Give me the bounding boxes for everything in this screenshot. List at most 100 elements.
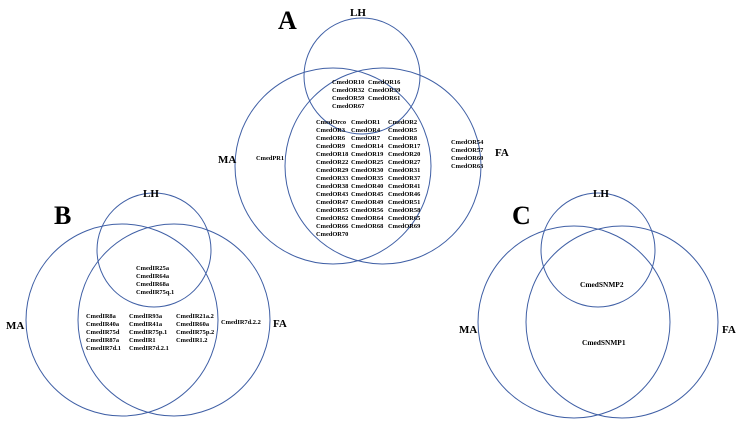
- gene-label: CmedOR25: [351, 159, 383, 166]
- gene-label: CmedOR65: [388, 215, 420, 222]
- gene-label: CmedOR19: [351, 151, 383, 158]
- panel-b-label-ma: MA: [6, 320, 24, 332]
- gene-label: CmedOR9: [316, 143, 345, 150]
- gene-label: CmedIR40a: [86, 321, 120, 328]
- gene-label: CmedIR41a: [129, 321, 163, 328]
- gene-label: CmedOR14: [351, 143, 384, 150]
- gene-label: CmedOR60: [451, 155, 483, 162]
- gene-label: CmedOR40: [351, 183, 383, 190]
- gene-label: CmedOR18: [316, 151, 348, 158]
- gene-label: CmedOR20: [388, 151, 420, 158]
- gene-label: CmedPR1: [256, 155, 284, 162]
- panel-c-label-ma: MA: [459, 324, 477, 336]
- panel-c: C LH MA FA CmedSNMP2 CmedSNMP1: [459, 188, 736, 419]
- gene-label: CmedIR7d.1: [86, 345, 121, 352]
- gene-label: CmedIR87a: [86, 337, 120, 344]
- gene-label: CmedIR75d: [86, 329, 120, 336]
- panel-b-circle-ma: [25, 223, 219, 417]
- gene-label: CmedOR22: [316, 159, 348, 166]
- gene-label: CmedOR41: [388, 183, 420, 190]
- gene-label: CmedOR61: [368, 95, 400, 102]
- gene-label: CmedOR37: [388, 175, 421, 182]
- gene-label: CmedOR62: [316, 215, 348, 222]
- gene-label: CmedIR75p.2: [176, 329, 214, 336]
- panel-a-circle-ma: [234, 67, 432, 265]
- panel-c-label-fa: FA: [722, 324, 736, 336]
- panel-a-circle-lh: [303, 17, 421, 135]
- gene-label: CmedOR64: [351, 215, 384, 222]
- gene-label: CmedIR21a.2: [176, 313, 214, 320]
- gene-label: CmedOR67: [332, 103, 365, 110]
- gene-label: CmedOR8: [388, 135, 417, 142]
- gene-label: CmedOR38: [316, 183, 348, 190]
- gene-label: CmedOR69: [388, 223, 420, 230]
- gene-label: CmedSNMP2: [580, 280, 624, 289]
- gene-label: CmedOR10: [332, 79, 364, 86]
- panel-b-circle-lh: [96, 192, 212, 308]
- gene-label: CmedOR51: [388, 199, 420, 206]
- gene-label: CmedOR68: [351, 223, 383, 230]
- panel-b-letter: B: [54, 201, 71, 230]
- gene-label: CmedIR8a: [86, 313, 117, 320]
- gene-label: CmedOR43: [316, 191, 348, 198]
- gene-label: CmedOR3: [316, 127, 345, 134]
- panel-c-circle-fa: [525, 225, 719, 419]
- gene-label: CmedIR1.2: [176, 337, 207, 344]
- gene-label: CmedOrco: [316, 119, 346, 126]
- gene-label: CmedOR1: [351, 119, 380, 126]
- panel-b-label-lh: LH: [143, 188, 159, 200]
- gene-label: CmedIR60a: [176, 321, 210, 328]
- gene-label: CmedOR55: [316, 207, 348, 214]
- panel-c-circle-lh: [540, 192, 656, 308]
- gene-label: CmedOR39: [368, 87, 400, 94]
- panel-a-label-lh: LH: [350, 7, 366, 19]
- gene-label: CmedOR5: [388, 127, 417, 134]
- gene-label: CmedOR56: [351, 207, 384, 214]
- panel-c-circle-ma: [477, 225, 671, 419]
- panel-a: A LH MA FA CmedOR10 CmedOR16 CmedOR32 Cm…: [218, 6, 509, 265]
- gene-label: CmedOR46: [388, 191, 421, 198]
- gene-label: CmedOR27: [388, 159, 421, 166]
- gene-label: CmedOR58: [388, 207, 420, 214]
- gene-label: CmedIR93a: [129, 313, 163, 320]
- gene-label: CmedOR2: [388, 119, 417, 126]
- gene-label: CmedIR25a: [136, 265, 170, 272]
- panel-a-label-fa: FA: [495, 147, 509, 159]
- gene-label: CmedOR54: [451, 139, 484, 146]
- gene-label: CmedOR29: [316, 167, 348, 174]
- gene-label: CmedOR59: [332, 95, 364, 102]
- gene-label: CmedOR47: [316, 199, 349, 206]
- panel-a-letter: A: [278, 6, 297, 35]
- gene-label: CmedOR33: [316, 175, 348, 182]
- gene-label: CmedOR63: [451, 163, 483, 170]
- panel-c-label-lh: LH: [593, 188, 609, 200]
- panel-b: B LH MA FA CmedIR25a CmedIR64a CmedIR68a…: [6, 188, 287, 417]
- gene-label: CmedOR35: [351, 175, 383, 182]
- panel-a-label-ma: MA: [218, 154, 236, 166]
- panel-b-circle-fa: [77, 223, 271, 417]
- gene-label: CmedOR45: [351, 191, 383, 198]
- gene-label: CmedIR68a: [136, 281, 170, 288]
- gene-label: CmedOR49: [351, 199, 383, 206]
- gene-label: CmedOR7: [351, 135, 381, 142]
- gene-label: CmedIR1: [129, 337, 156, 344]
- gene-label: CmedOR66: [316, 223, 349, 230]
- gene-label: CmedIR75q.1: [136, 289, 174, 296]
- gene-label: CmedIR75p.1: [129, 329, 167, 336]
- gene-label: CmedOR30: [351, 167, 383, 174]
- gene-label: CmedSNMP1: [582, 338, 626, 347]
- panel-c-letter: C: [512, 201, 531, 230]
- gene-label: CmedOR6: [316, 135, 346, 142]
- gene-label: CmedOR70: [316, 231, 348, 238]
- gene-label: CmedOR31: [388, 167, 420, 174]
- gene-label: CmedIR7d.2.2: [221, 319, 261, 326]
- gene-label: CmedOR4: [351, 127, 381, 134]
- panel-b-label-fa: FA: [273, 318, 287, 330]
- gene-label: CmedOR17: [388, 143, 421, 150]
- gene-label: CmedIR64a: [136, 273, 170, 280]
- gene-label: CmedIR7d.2.1: [129, 345, 169, 352]
- panel-a-circle-fa: [284, 67, 482, 265]
- gene-label: CmedOR16: [368, 79, 401, 86]
- gene-label: CmedOR57: [451, 147, 484, 154]
